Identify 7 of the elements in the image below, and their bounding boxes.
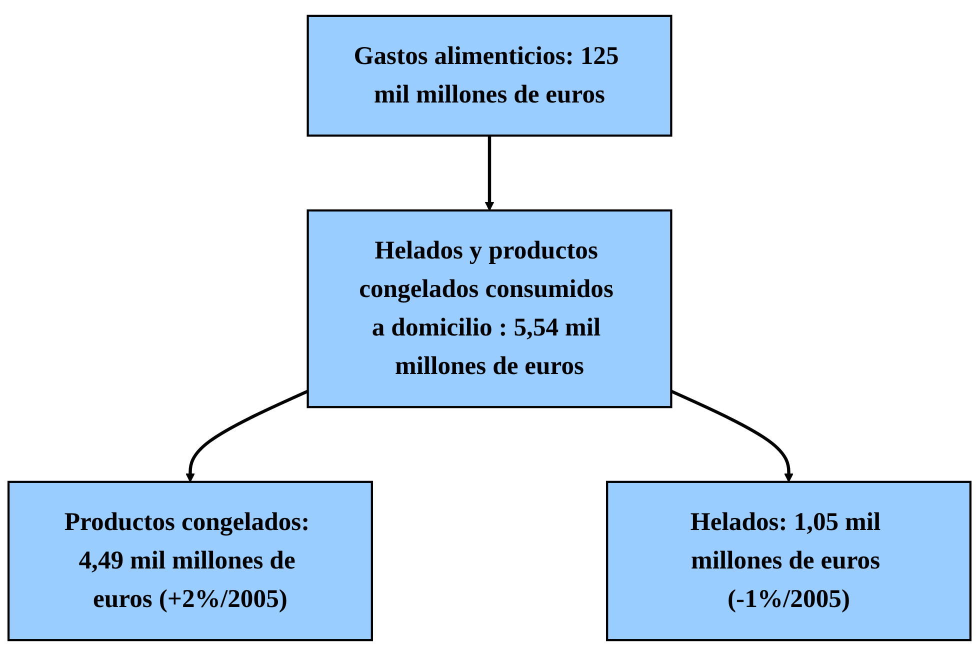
- node-box: Productos congelados: 4,49 mil millones de euros (+2%/2005): [7, 480, 373, 642]
- arrow: [186, 390, 308, 482]
- node-box: Helados: 1,05 mil millones de euros (-1%/2005): [606, 480, 972, 642]
- node-box: Helados y productos congelados consumidos a domicilio : 5,54 mil millones de euros: [306, 209, 672, 408]
- arrow: [670, 390, 794, 482]
- node-box: Gastos alimenticios: 125 mil millones de euros: [306, 14, 672, 137]
- arrow: [484, 136, 494, 211]
